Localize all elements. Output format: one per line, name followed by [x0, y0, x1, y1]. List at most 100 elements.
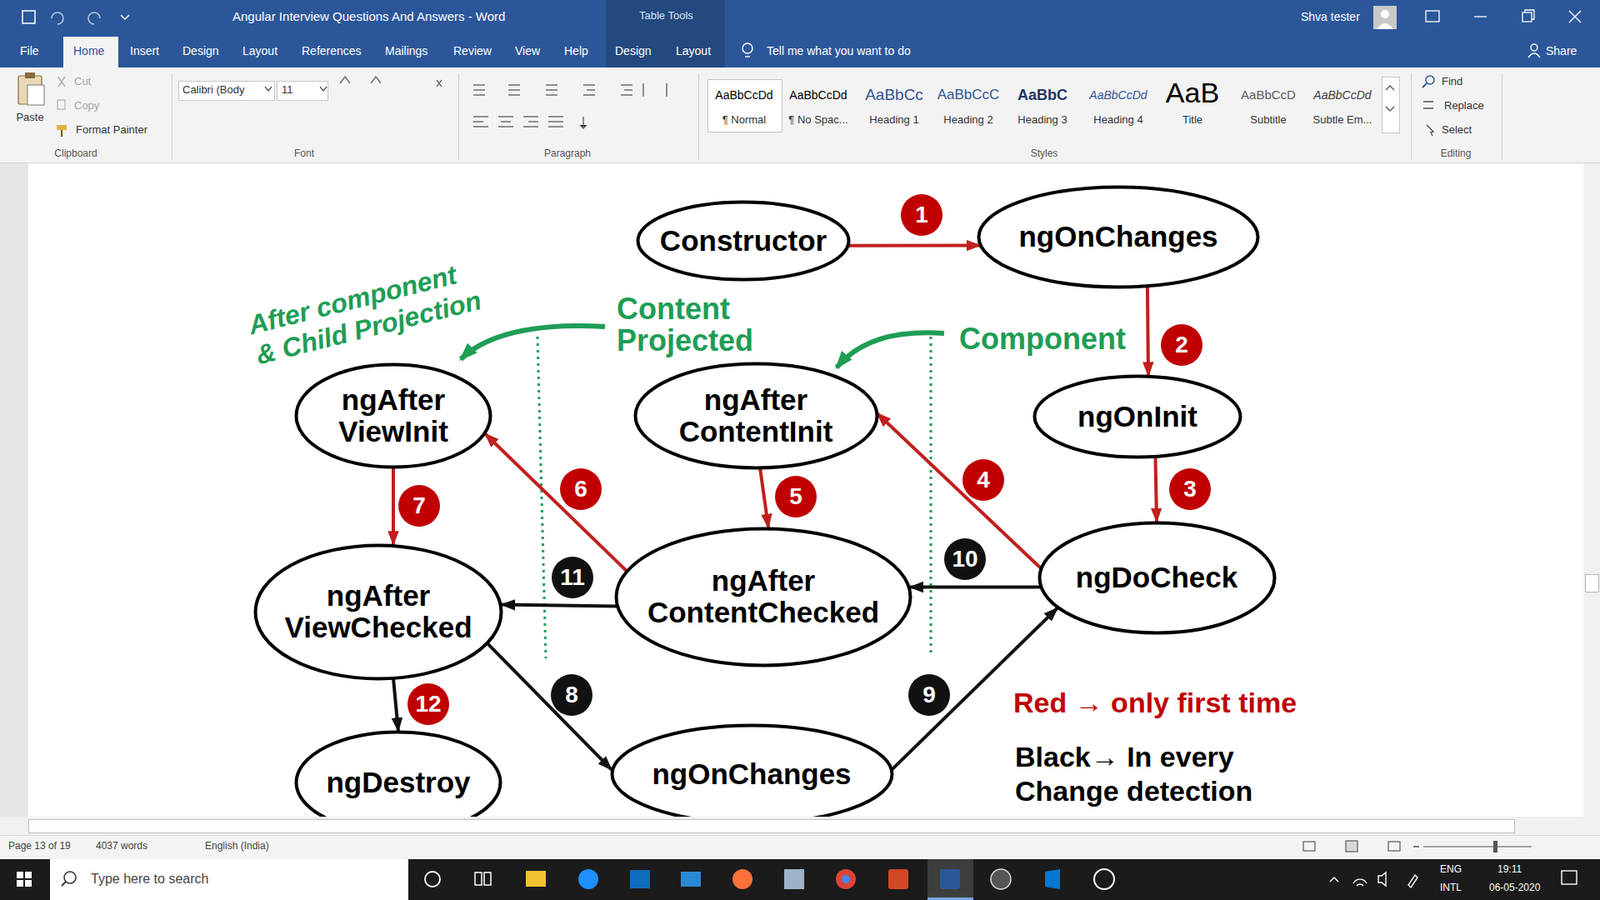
lifecycle-arrow: [393, 678, 399, 732]
ribbon-label: Cut: [74, 75, 91, 89]
ribbon-label: Styles: [1030, 148, 1059, 160]
lifecycle-ellipse: ngOnChanges: [610, 723, 895, 817]
callout-badge: 5: [775, 475, 817, 518]
lifecycle-arrow: [909, 585, 1040, 590]
font-buttons: [340, 76, 442, 87]
ellipse-shape: [296, 732, 501, 818]
restore-icon: [1522, 12, 1532, 22]
taskbar-text: Type here to search: [90, 871, 209, 887]
callout-number: 7: [412, 494, 426, 518]
restore-icon: [1525, 10, 1535, 20]
app-icon: [1094, 869, 1115, 890]
ribbon-label: Replace: [1444, 100, 1485, 113]
ribbon-tab: Help: [564, 44, 589, 58]
status-text: Page 13 of 19: [8, 840, 71, 853]
ellipse-shape: [1035, 376, 1241, 458]
ribbon-tab: Layout: [242, 44, 278, 58]
ribbon-label: Calibri (Body: [182, 84, 245, 97]
ribbon-label: Copy: [74, 100, 100, 113]
lifecycle-ellipse: ngDoCheck: [1037, 520, 1277, 635]
cortana-icon: [425, 871, 440, 887]
ribbon-label: Paste: [15, 111, 44, 125]
format-painter-icon: [60, 130, 63, 137]
ribbon-tab: Design: [182, 44, 220, 58]
ribbon-tab: Tell me what you want to do: [766, 44, 911, 58]
close-icon: [1569, 10, 1581, 23]
ellipse-shape: [616, 528, 911, 665]
ribbon-tab: View: [515, 44, 540, 58]
taskbar-text: 06-05-2020: [1489, 882, 1540, 895]
ribbon-label: Heading 3: [1017, 114, 1067, 127]
ribbon-label: ¶ Normal: [722, 114, 767, 127]
app-icon: [784, 869, 805, 890]
status-text: 4037 words: [95, 840, 148, 853]
lifecycle-arrow: [760, 468, 769, 529]
ellipse-shape: [1039, 522, 1275, 633]
content-projected-arrow: [460, 325, 605, 360]
callout-number: 4: [976, 468, 990, 492]
ribbon-label: Heading 4: [1093, 114, 1143, 127]
callout-badge: 11: [551, 556, 594, 599]
ribbon-tab: Home: [73, 44, 105, 58]
ribbon-label: AaBbCcDd: [715, 88, 773, 102]
find-icon: [1425, 75, 1435, 85]
chrome-icon: [841, 875, 850, 884]
ribbon-label: Heading 2: [943, 114, 993, 127]
tell-me-bulb: [745, 55, 750, 57]
redo-icon: [88, 12, 100, 25]
ribbon-label: Clipboard: [54, 148, 97, 160]
lifecycle-arrow: [500, 605, 618, 607]
taskbar-text: ENG: [1440, 864, 1462, 876]
ellipse-shape: [255, 545, 502, 679]
boundary-dotted-line: [930, 336, 933, 653]
lifecycle-arrow: [1155, 456, 1158, 522]
ribbon-label: AaBbCcC: [937, 86, 1000, 104]
hook-name: ngOnChanges: [651, 758, 851, 791]
tell-me-bulb: [742, 43, 753, 54]
title-bar-text: Shva tester: [1300, 10, 1360, 24]
hook-name: ngDoCheck: [1075, 561, 1238, 595]
profile-body: [1376, 23, 1394, 30]
minimize-icon: [1474, 15, 1487, 17]
callout-number: 2: [1175, 333, 1189, 357]
ribbon-label: ¶ No Spac...: [788, 114, 848, 127]
group-separator: [1501, 73, 1503, 160]
zoom-thumb: [1493, 840, 1498, 853]
chrome-icon: [835, 869, 856, 890]
lifecycle-ellipse: ngAfter ViewInit: [294, 362, 493, 470]
lifecycle-ellipse: ngDestroy: [294, 730, 503, 817]
ribbon-tab: Insert: [130, 44, 160, 58]
lifecycle-ellipse: ngOnChanges: [976, 185, 1260, 290]
ribbon-tab: Review: [453, 44, 492, 58]
callout-number: 1: [915, 203, 929, 227]
save-icon: [22, 10, 35, 24]
lifecycle-ellipse: ngAfter ViewChecked: [253, 543, 504, 681]
dropdown-arrows: [265, 86, 327, 91]
lifecycle-ellipse: ngOnInit: [1032, 374, 1243, 460]
hook-name: ngAfter ContentChecked: [647, 565, 880, 630]
ellipse-shape: [979, 186, 1259, 287]
hook-name: ngDestroy: [325, 766, 470, 800]
ribbon-tab: Mailings: [385, 44, 428, 58]
document-page: After component & Child ProjectionConten…: [28, 163, 1584, 817]
paste-clip: [25, 72, 35, 79]
edge-icon: [578, 869, 599, 890]
ellipse-shape: [296, 365, 491, 468]
vertical-scrollbar: [1583, 163, 1600, 817]
view-buttons: [1303, 840, 1400, 852]
callout-number: 3: [1183, 477, 1197, 501]
ribbon-tab: Share: [1545, 44, 1577, 58]
ellipse-shape: [611, 725, 892, 818]
ribbon-tab: Design: [615, 44, 652, 58]
ribbon-label: Select: [1441, 124, 1472, 137]
hook-name: ngAfter ContentInit: [679, 384, 834, 449]
hook-name: ngOnInit: [1077, 400, 1198, 434]
mail-icon: [680, 871, 701, 887]
paragraph-buttons: [473, 83, 667, 129]
search-icon: [64, 871, 76, 884]
lifecycle-arrow: [848, 244, 981, 248]
callout-number: 9: [922, 683, 936, 707]
ribbon-label: AaBbC: [1017, 86, 1068, 105]
lifecycle-arrow: [487, 643, 612, 770]
tray-icons: [1330, 872, 1418, 888]
